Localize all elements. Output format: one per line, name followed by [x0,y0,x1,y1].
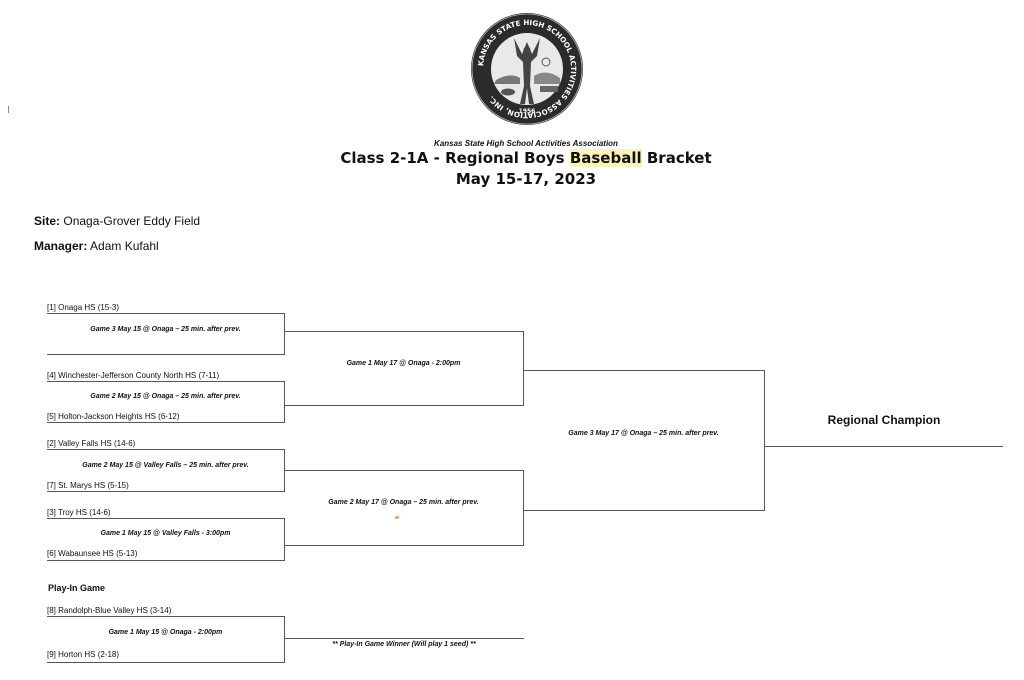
seal-year: 1956 [519,108,536,115]
site-label: Site: [34,214,61,228]
playin-label: Play-In Game [48,583,106,593]
bracket-title: Class 2-1A - Regional Boys Baseball Brac… [340,149,712,167]
game-r2-a: Game 1 May 17 @ Onaga - 2:00pm [346,360,461,367]
team-holton: [5] Holton-Jackson Heights HS (6-12) [47,412,180,421]
game-r1-c: Game 2 May 15 @ Valley Falls – 25 min. a… [82,462,249,469]
site-line: Site: Onaga-Grover Eddy Field [34,214,200,228]
game-r1-d: Game 1 May 15 @ Valley Falls - 3:00pm [100,530,231,537]
highlighted-word: Baseball [569,149,642,167]
bracket-dates: May 15-17, 2023 [455,170,597,188]
team-onaga: [1] Onaga HS (15-3) [47,303,120,312]
org-name: Kansas State High School Activities Asso… [434,139,618,148]
game-final: Game 3 May 17 @ Onaga – 25 min. after pr… [568,430,719,437]
margin-mark [8,106,9,113]
game-r1-b: Game 2 May 15 @ Onaga – 25 min. after pr… [90,393,241,400]
game-r2-b: Game 2 May 17 @ Onaga – 25 min. after pr… [328,499,479,506]
stray-mark [395,516,399,519]
playin-winner-note: ** Play-In Game Winner (Will play 1 seed… [332,641,476,648]
game-playin: Game 1 May 15 @ Onaga - 2:00pm [108,629,223,636]
team-randolph: [8] Randolph-Blue Valley HS (3-14) [47,606,172,615]
team-horton: [9] Horton HS (2-18) [47,650,120,659]
khsaa-seal: KANSAS STATE HIGH SCHOOL ACTIVITIES ASSO… [470,12,584,126]
manager-value: Adam Kufahl [90,239,159,253]
team-winchester: [4] Winchester-Jefferson County North HS… [47,371,220,380]
team-wabaunsee: [6] Wabaunsee HS (5-13) [47,549,138,558]
regional-champion-label: Regional Champion [827,413,941,427]
manager-line: Manager: Adam Kufahl [34,239,159,253]
site-value: Onaga-Grover Eddy Field [63,214,201,228]
game-r1-a: Game 3 May 15 @ Onaga – 25 min. after pr… [90,326,241,333]
manager-label: Manager: [34,239,88,253]
team-st-marys: [7] St. Marys HS (5-15) [47,481,129,490]
team-valley-falls: [2] Valley Falls HS (14-6) [47,439,136,448]
team-troy: [3] Troy HS (14-6) [47,508,111,517]
